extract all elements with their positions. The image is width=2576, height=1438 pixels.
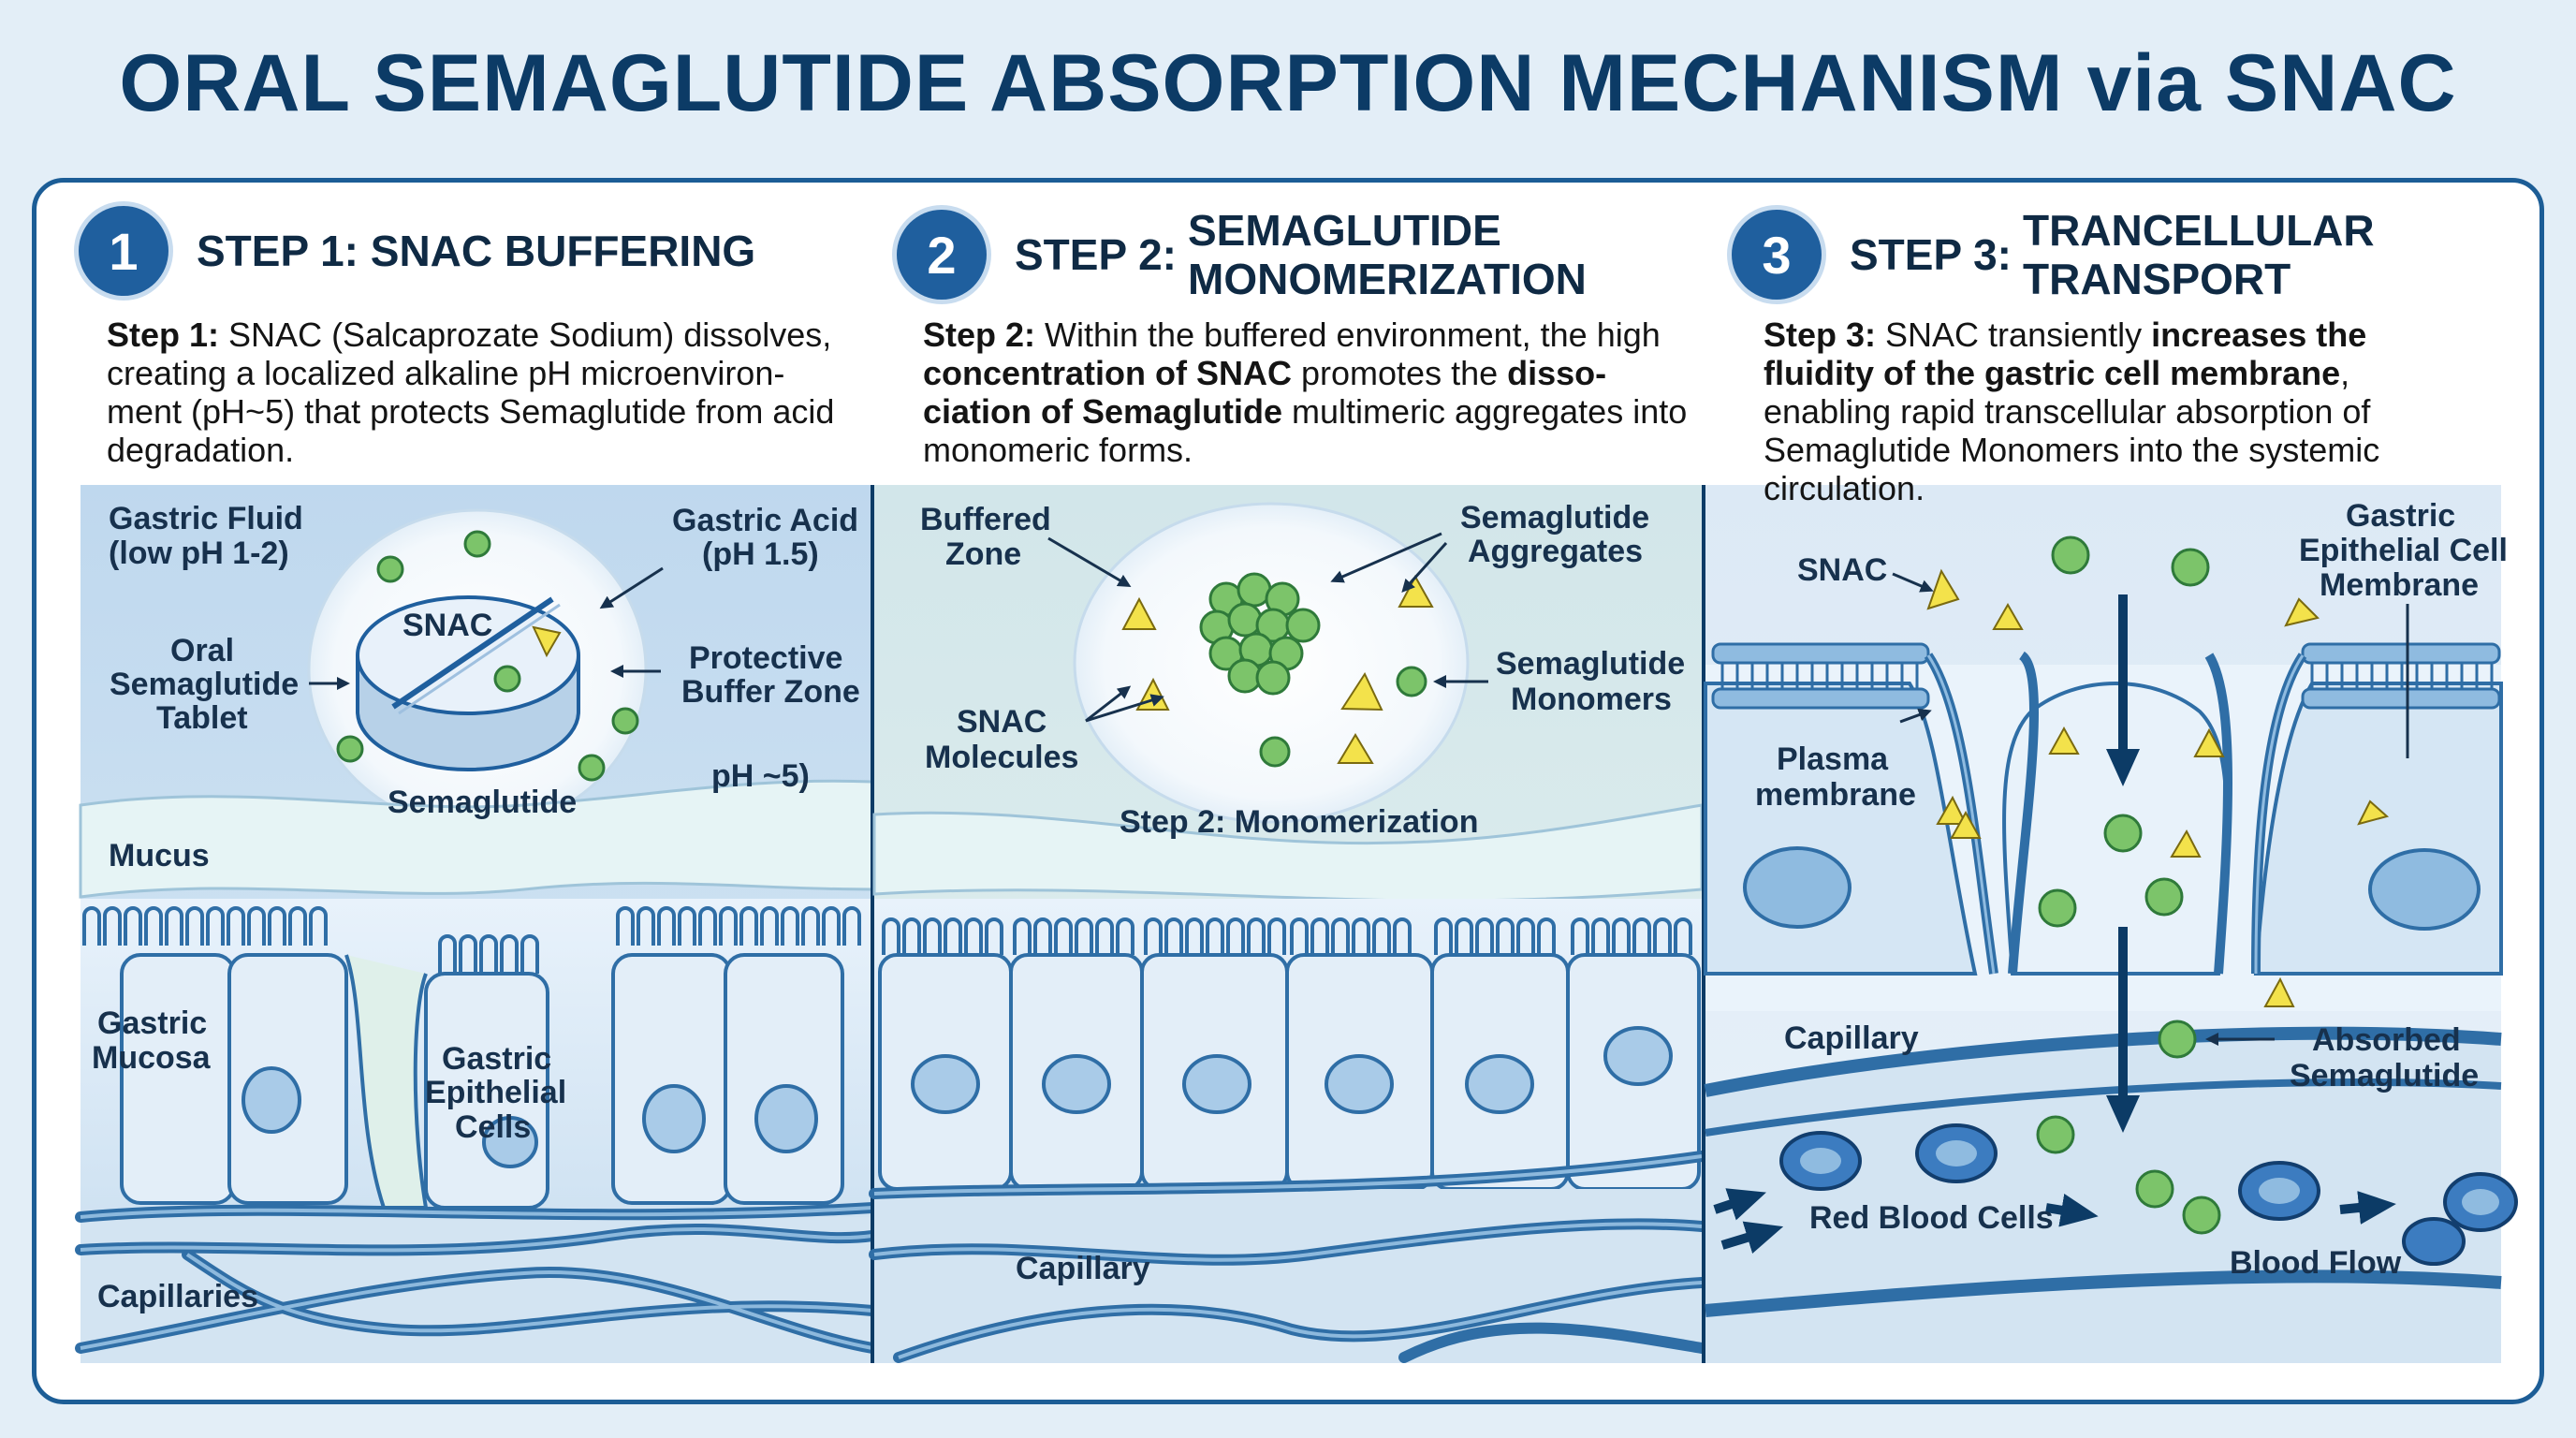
step-3-title-line-2: TRANSPORT bbox=[2023, 255, 2291, 303]
label-mucosa-1: Gastric bbox=[97, 1005, 207, 1041]
step-3-heading: 3 STEP 3: TRANCELLULAR TRANSPORT bbox=[1732, 206, 2375, 303]
step-3-desc-bold: increases the fluidity of the gastric ce… bbox=[1764, 315, 2367, 392]
step-3-title: STEP 3: TRANCELLULAR TRANSPORT bbox=[1850, 206, 2375, 303]
label-snac-molecules-1: SNAC bbox=[957, 704, 1046, 740]
label-semaglutide: Semaglutide bbox=[388, 785, 577, 820]
label-buffered-1: Buffered bbox=[920, 502, 1051, 537]
label-cells-3: Cells bbox=[455, 1109, 531, 1145]
step-1-desc-text: SNAC (Salcaprozate Sodium) dissolves, cr… bbox=[107, 315, 835, 469]
step-1-title: STEP 1: SNAC BUFFERING bbox=[197, 227, 756, 275]
label-protective-1: Protective bbox=[689, 640, 842, 676]
label-snac-tablet: SNAC bbox=[402, 608, 492, 643]
step-3-desc-part: , enabling rapid transcellular absorptio… bbox=[1764, 354, 2380, 507]
step-2-desc-bold: concentration of SNAC bbox=[923, 354, 1293, 392]
step-2-desc-bold: disso-ciation of Semaglutide bbox=[923, 354, 1607, 431]
step-2-desc-part: Within the buffered environment, the hig… bbox=[1035, 315, 1661, 354]
label-cells-1: Gastric bbox=[442, 1041, 551, 1077]
step-2-desc-part: multimeric aggregates into monomeric for… bbox=[923, 392, 1688, 469]
label-monomers-2: Monomers bbox=[1511, 682, 1672, 717]
step-3-description: Step 3: SNAC transiently increases the f… bbox=[1764, 315, 2484, 507]
label-snac-molecules-2: Molecules bbox=[925, 740, 1078, 775]
label-capillary-3: Capillary bbox=[1784, 1020, 1919, 1056]
label-oral-3: Tablet bbox=[156, 700, 248, 736]
step-3-number: 3 bbox=[1732, 210, 1822, 300]
step-3-desc-lead: Step 3: bbox=[1764, 315, 1877, 354]
label-monomers-1: Semaglutide bbox=[1496, 646, 1685, 682]
label-gastric-acid-1: Gastric Acid bbox=[672, 503, 858, 538]
step-2-number: 2 bbox=[897, 210, 987, 300]
label-membrane-3: Membrane bbox=[2320, 567, 2479, 603]
panel-3-art bbox=[1704, 485, 2518, 1363]
label-rbc: Red Blood Cells bbox=[1809, 1200, 2054, 1236]
label-mucosa-2: Mucosa bbox=[92, 1040, 212, 1076]
step-2-desc-part: promotes the bbox=[1292, 354, 1508, 392]
page-title: ORAL SEMAGLUTIDE ABSORPTION MECHANISM vi… bbox=[119, 38, 2457, 128]
label-capillary-2: Capillary bbox=[1016, 1251, 1150, 1286]
label-blood-flow: Blood Flow bbox=[2230, 1245, 2402, 1281]
panel-1-art bbox=[75, 485, 878, 1363]
label-monomerization: Step 2: Monomerization bbox=[1120, 804, 1478, 840]
step-2-title: STEP 2: SEMAGLUTIDE MONOMERIZATION bbox=[1015, 206, 1587, 303]
label-gastric-fluid-2: (low pH 1-2) bbox=[109, 536, 289, 571]
step-2-title-prefix: STEP 2: bbox=[1015, 230, 1177, 279]
step-2-description: Step 2: Within the buffered environment,… bbox=[923, 315, 1690, 469]
step-3-desc-part: SNAC transiently bbox=[1876, 315, 2152, 354]
label-buffered-2: Zone bbox=[945, 536, 1021, 572]
label-absorbed-2: Semaglutide bbox=[2290, 1058, 2479, 1093]
label-cells-2: Epithelial bbox=[425, 1075, 566, 1110]
panel-2-art bbox=[869, 485, 1707, 1363]
label-capillaries: Capillaries bbox=[97, 1279, 258, 1314]
step-2-heading: 2 STEP 2: SEMAGLUTIDE MONOMERIZATION bbox=[897, 206, 1587, 303]
step-2-title-line-2: MONOMERIZATION bbox=[1188, 255, 1587, 303]
label-snac-3: SNAC bbox=[1797, 552, 1887, 588]
label-membrane-1: Gastric bbox=[2346, 498, 2455, 534]
label-gastric-acid-2: (pH 1.5) bbox=[702, 536, 819, 572]
label-protective-2: Buffer Zone bbox=[681, 674, 860, 710]
label-aggregates-2: Aggregates bbox=[1468, 534, 1643, 569]
step-1-desc-lead: Step 1: bbox=[107, 315, 220, 354]
step-1-description: Step 1: SNAC (Salcaprozate Sodium) disso… bbox=[107, 315, 846, 469]
step-3-title-prefix: STEP 3: bbox=[1850, 230, 2012, 279]
step-2-title-line-1: SEMAGLUTIDE bbox=[1188, 206, 1501, 255]
label-absorbed-1: Absorbed bbox=[2312, 1022, 2461, 1058]
label-ph: pH ~5) bbox=[711, 758, 810, 794]
label-plasma-2: membrane bbox=[1755, 777, 1916, 813]
step-1-number: 1 bbox=[79, 206, 168, 296]
label-aggregates-1: Semaglutide bbox=[1460, 500, 1649, 536]
label-gastric-fluid-1: Gastric Fluid bbox=[109, 501, 303, 536]
label-oral-1: Oral bbox=[170, 633, 234, 668]
step-2-desc-lead: Step 2: bbox=[923, 315, 1036, 354]
label-oral-2: Semaglutide bbox=[110, 667, 299, 702]
step-3-title-line-1: TRANCELLULAR bbox=[2023, 206, 2375, 255]
step-1-heading: 1 STEP 1: SNAC BUFFERING bbox=[79, 206, 755, 296]
label-membrane-2: Epithelial Cell bbox=[2299, 533, 2508, 568]
label-plasma-1: Plasma bbox=[1777, 741, 1889, 777]
label-mucus: Mucus bbox=[109, 838, 210, 873]
